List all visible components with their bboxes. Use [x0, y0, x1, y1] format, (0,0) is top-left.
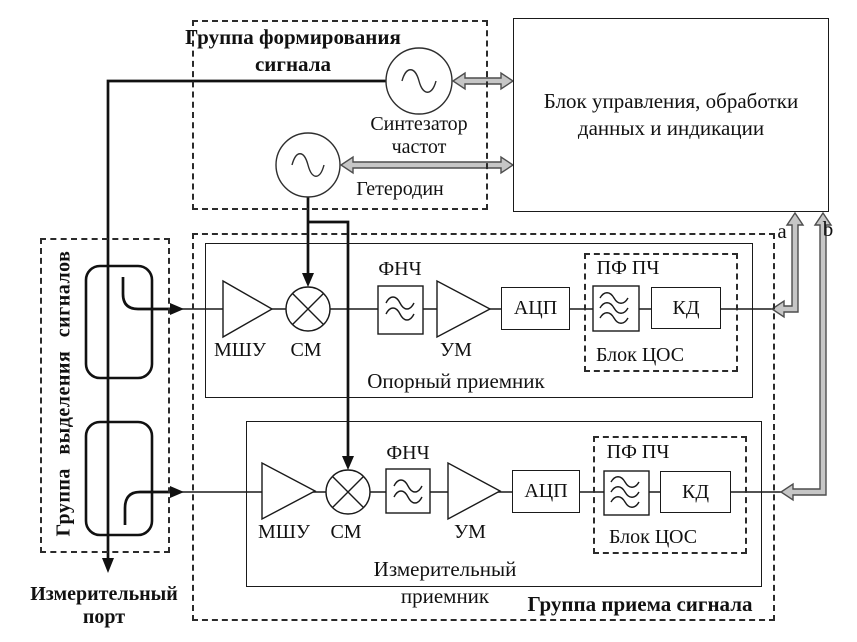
detector1-box: КД: [651, 287, 721, 329]
lpf2-label: ФНЧ: [386, 442, 430, 464]
adc1-label: АЦП: [513, 297, 558, 319]
tap1-arrowhead: [170, 303, 184, 315]
adc1-box: АЦП: [501, 287, 570, 330]
mixer2-label: СМ: [330, 521, 362, 543]
detector2-box: КД: [660, 471, 731, 513]
dsp1-title: Блок ЦОС: [595, 344, 685, 366]
local-oscillator-label: Гетеродин: [356, 178, 444, 200]
coupler2-tap-line: [123, 490, 170, 525]
dsp1-box: [584, 253, 738, 372]
extraction-group-box: [40, 238, 170, 553]
adc2-label: АЦП: [524, 480, 568, 502]
dsp2-title: Блок ЦОС: [608, 526, 698, 548]
detector1-label: КД: [672, 296, 700, 319]
adc2-box: АЦП: [512, 470, 580, 513]
amp2-triangle-icon: [447, 461, 502, 521]
mixer2-arrowhead: [342, 456, 354, 470]
synthesizer-label: Синтезатор частот: [370, 113, 468, 158]
lpf1-box-icon: [377, 285, 424, 335]
lpf1-label: ФНЧ: [378, 258, 422, 280]
coupler1-tap-line: [121, 277, 170, 311]
coupler-icons: [84, 264, 154, 537]
mixer1-arrowhead: [302, 273, 314, 287]
measuring-port-label: Измерительный порт: [30, 583, 178, 628]
coupler2-icon: [84, 420, 154, 537]
reception-group-title: Группа приема сигнала: [527, 592, 753, 616]
mixer1-label: СМ: [290, 339, 322, 361]
lna2-label: МШУ: [257, 521, 311, 543]
formation-group-title: Группа формирования сигнала: [185, 25, 401, 77]
connector-a-label: a: [777, 219, 787, 243]
amplifier-icons: [222, 279, 502, 521]
reference-receiver-title: Опорный приемник: [367, 369, 545, 393]
synthesizer-to-port-line: [106, 79, 386, 558]
reception-group-box: [192, 233, 775, 621]
tap2-arrowhead: [170, 486, 184, 498]
if-filter1-box-icon: [592, 285, 640, 332]
measuring-receiver-title: Измерительный приемник: [373, 557, 517, 609]
measuring-receiver-box: [246, 421, 762, 587]
lo-to-mixer2-line: [308, 220, 350, 456]
dsp2-box: [593, 436, 747, 554]
lna1-label: МШУ: [213, 339, 267, 361]
coupler1-icon: [84, 264, 154, 380]
amp1-label: УМ: [440, 339, 472, 361]
bus-arrow-a: [770, 211, 805, 319]
control-block-label: Блок управления, обработки данных и инди…: [543, 89, 799, 141]
if-filter2-label: ПФ ПЧ: [606, 441, 670, 463]
amp1-triangle-icon: [436, 279, 492, 339]
detector2-label: КД: [682, 480, 709, 503]
connector-b-label: b: [822, 217, 834, 241]
lna2-triangle-icon: [261, 461, 317, 521]
extraction-group-title: Группа выделения сигналов: [52, 250, 75, 537]
oscillator-icons: [275, 47, 453, 198]
filter-icons: [377, 285, 650, 516]
lpf2-box-icon: [385, 468, 431, 514]
thick-routing-lines: [106, 79, 386, 558]
lna1-triangle-icon: [222, 279, 274, 339]
control-block-box: [513, 18, 829, 212]
bus-arrow-b: [779, 211, 833, 502]
if-filter1-label: ПФ ПЧ: [596, 257, 660, 279]
reference-receiver-box: [205, 243, 753, 398]
port-arrowhead: [102, 558, 114, 573]
if-filter2-box-icon: [603, 470, 650, 516]
black-arrowheads: [102, 273, 354, 573]
amp2-label: УМ: [454, 521, 486, 543]
formation-group-box: [192, 20, 488, 210]
